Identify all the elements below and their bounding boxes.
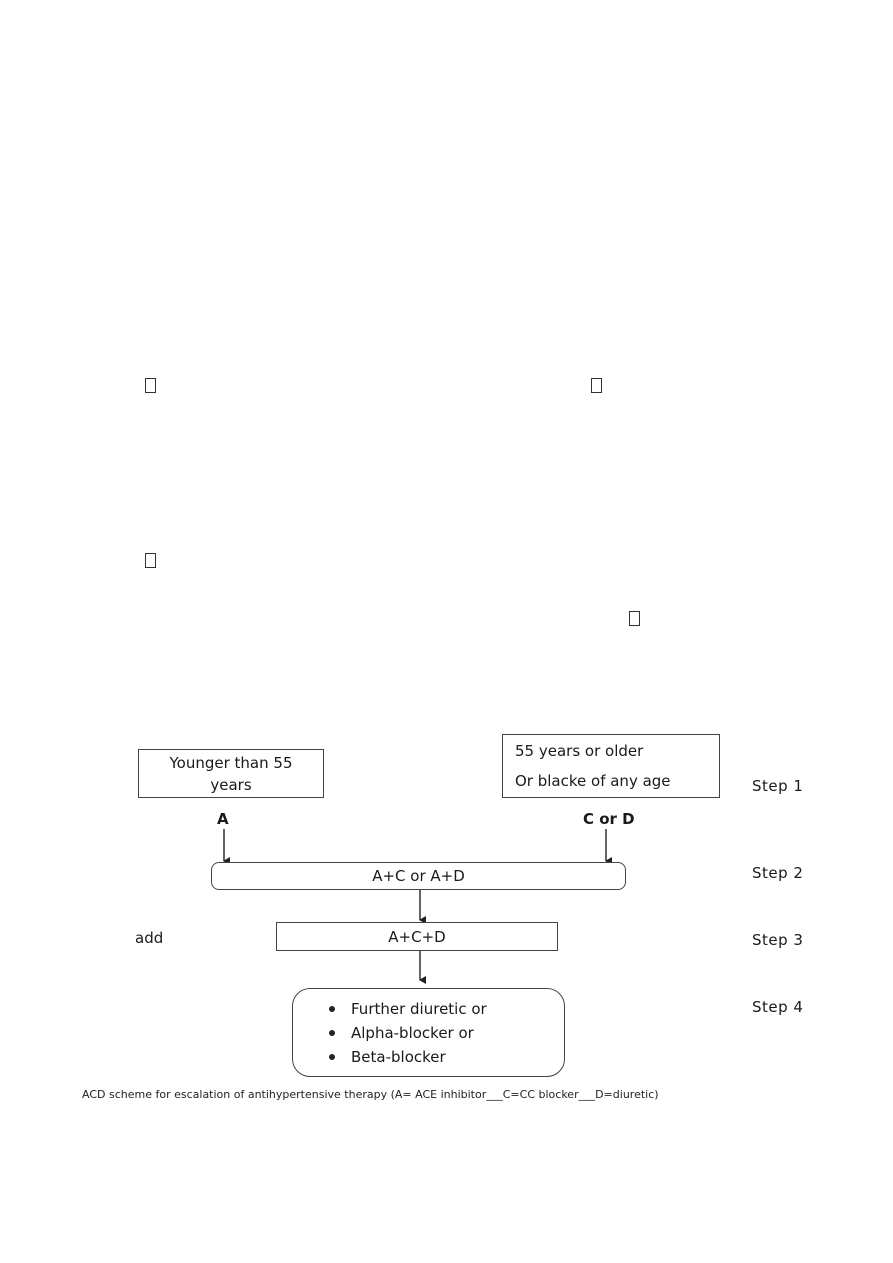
step-2-label: Step 2: [752, 864, 804, 882]
younger-box-line1: Younger than 55: [169, 753, 293, 772]
label-c-or-d: C or D: [583, 810, 635, 828]
older-box-line1: 55 years or older: [515, 742, 644, 760]
step3-box: A+C+D: [276, 922, 558, 951]
missing-glyph-icon: [145, 378, 156, 393]
figure-caption: ACD scheme for escalation of antihyperte…: [82, 1088, 659, 1101]
step4-box: Further diuretic or Alpha-blocker or Bet…: [292, 988, 565, 1077]
add-label: add: [135, 929, 164, 947]
step4-item: Alpha-blocker or: [323, 1021, 487, 1045]
55-or-older-box: 55 years or older Or blacke of any age: [502, 734, 720, 798]
missing-glyph-icon: [591, 378, 602, 393]
missing-glyph-icon: [629, 611, 640, 626]
older-box-line2: Or blacke of any age: [515, 772, 671, 790]
step-1-label: Step 1: [752, 777, 804, 795]
step2-text: A+C or A+D: [372, 867, 465, 885]
step4-item: Further diuretic or: [323, 997, 487, 1021]
younger-box-line2: years: [210, 775, 252, 794]
step2-box: A+C or A+D: [211, 862, 626, 890]
step4-item: Beta-blocker: [323, 1045, 487, 1069]
step4-list: Further diuretic or Alpha-blocker or Bet…: [323, 997, 487, 1069]
step-4-label: Step 4: [752, 998, 804, 1016]
label-a: A: [217, 810, 229, 828]
missing-glyph-icon: [145, 553, 156, 568]
younger-than-55-box: Younger than 55 years: [138, 749, 324, 798]
step-3-label: Step 3: [752, 931, 804, 949]
step3-text: A+C+D: [388, 927, 446, 946]
